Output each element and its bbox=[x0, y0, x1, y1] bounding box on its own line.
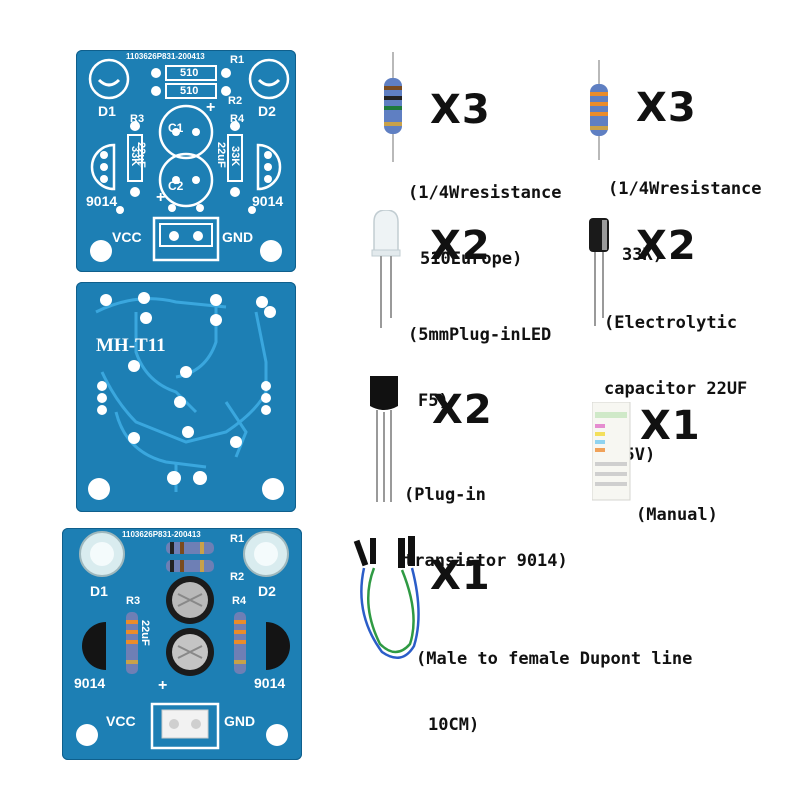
part-desc-line: 33K) bbox=[622, 245, 663, 265]
mount-hole bbox=[260, 240, 282, 262]
dupont-line-image bbox=[353, 536, 420, 659]
label-r1: R1 bbox=[230, 533, 245, 545]
part-desc-line: 510Europe) bbox=[420, 249, 523, 269]
cap-value-right: 22uF bbox=[215, 142, 227, 168]
part-desc-line: (1/4Wresistance bbox=[408, 183, 562, 203]
part-desc-line: transistor 9014) bbox=[404, 551, 568, 571]
part-qty: X2 bbox=[430, 223, 491, 269]
res-value-left: 33K bbox=[129, 146, 141, 167]
part-desc-line: (Male to female Dupont line bbox=[416, 649, 693, 669]
part-desc-line: (Manual) bbox=[636, 505, 718, 525]
label-d2: D2 bbox=[258, 103, 276, 119]
mount-hole bbox=[266, 724, 288, 746]
pcb-serial: 1103626P831-200413 bbox=[126, 52, 205, 61]
label-d1: D1 bbox=[98, 103, 116, 119]
res-value-right: 33K bbox=[229, 146, 241, 167]
label-r3: R3 bbox=[126, 595, 141, 607]
part-qty: X2 bbox=[636, 223, 697, 269]
label-d2: D2 bbox=[258, 583, 276, 599]
pcb-assembled-components bbox=[79, 531, 290, 750]
plus-mark: + bbox=[206, 99, 216, 116]
label-r4: R4 bbox=[232, 595, 247, 607]
part-qty: X2 bbox=[432, 387, 493, 433]
resistor-33k-image bbox=[590, 60, 608, 160]
board-model-label: MH-T11 bbox=[96, 335, 166, 356]
part-description: (Manual) bbox=[636, 460, 718, 548]
label-r2: R2 bbox=[230, 571, 245, 583]
mount-hole bbox=[262, 478, 284, 500]
part-description: (1/4Wresistance 510Europe) bbox=[408, 138, 562, 292]
part-description: (5mmPlug-inLED F5) bbox=[408, 280, 551, 434]
part-qty: X1 bbox=[430, 553, 491, 599]
label-q-right: 9014 bbox=[254, 675, 286, 691]
part-qty: X3 bbox=[430, 87, 491, 133]
label-gnd: GND bbox=[224, 713, 256, 729]
pcb-assembled-board: 1103626P831-200413 R1 R2 D1 D2 R3 R4 22u… bbox=[62, 528, 302, 760]
label-r1: R1 bbox=[230, 54, 245, 66]
plus-mark: + bbox=[156, 189, 166, 206]
pcb-top-board: 1103626P831-200413 R1 510 510 R2 + D1 D2… bbox=[76, 50, 296, 272]
plus-mark: + bbox=[158, 677, 168, 694]
label-c2: C2 bbox=[168, 179, 184, 193]
cap-value-label: 22uF bbox=[139, 620, 151, 646]
part-description: (Male to female Dupont line 10CM) bbox=[416, 604, 692, 758]
part-desc-line: capacitor 22UF bbox=[604, 379, 748, 399]
label-q-left: 9014 bbox=[86, 193, 118, 209]
part-qty: X1 bbox=[640, 403, 701, 449]
transistor-image bbox=[370, 376, 398, 502]
part-description: (Plug-in transistor 9014) bbox=[404, 440, 568, 594]
label-vcc: VCC bbox=[106, 713, 136, 729]
part-desc-line: (5mmPlug-inLED bbox=[408, 325, 552, 345]
label-r4: R4 bbox=[230, 113, 245, 125]
part-desc-line: (1/4Wresistance bbox=[608, 179, 762, 199]
label-r2: R2 bbox=[228, 95, 243, 107]
label-c1: C1 bbox=[168, 121, 184, 135]
part-description: (1/4Wresistance 33K) bbox=[608, 134, 762, 288]
pcb-serial: 1103626P831-200413 bbox=[122, 530, 201, 539]
part-desc-line: (Electrolytic bbox=[604, 313, 738, 333]
mount-hole bbox=[76, 724, 98, 746]
mount-hole bbox=[90, 240, 112, 262]
pcb-back-board: MH-T11 bbox=[76, 282, 296, 512]
value-r2: 510 bbox=[180, 85, 199, 97]
label-gnd: GND bbox=[222, 229, 254, 245]
manual-image bbox=[592, 402, 631, 501]
part-desc-line: (Plug-in bbox=[404, 485, 486, 505]
pcb-top-silkscreen bbox=[88, 58, 290, 262]
led-image bbox=[371, 210, 401, 328]
part-desc-line: 10CM) bbox=[428, 715, 480, 735]
mount-hole bbox=[88, 478, 110, 500]
part-qty: X3 bbox=[636, 85, 697, 131]
resistor-510-image bbox=[384, 52, 402, 162]
label-d1: D1 bbox=[90, 583, 108, 599]
label-q-right: 9014 bbox=[252, 193, 284, 209]
capacitor-image bbox=[589, 218, 609, 326]
pcb-back-traces bbox=[95, 292, 276, 492]
value-r1: 510 bbox=[180, 67, 199, 79]
label-q-left: 9014 bbox=[74, 675, 106, 691]
label-r3: R3 bbox=[130, 113, 145, 125]
label-vcc: VCC bbox=[112, 229, 142, 245]
part-desc-line: F5) bbox=[418, 391, 449, 411]
